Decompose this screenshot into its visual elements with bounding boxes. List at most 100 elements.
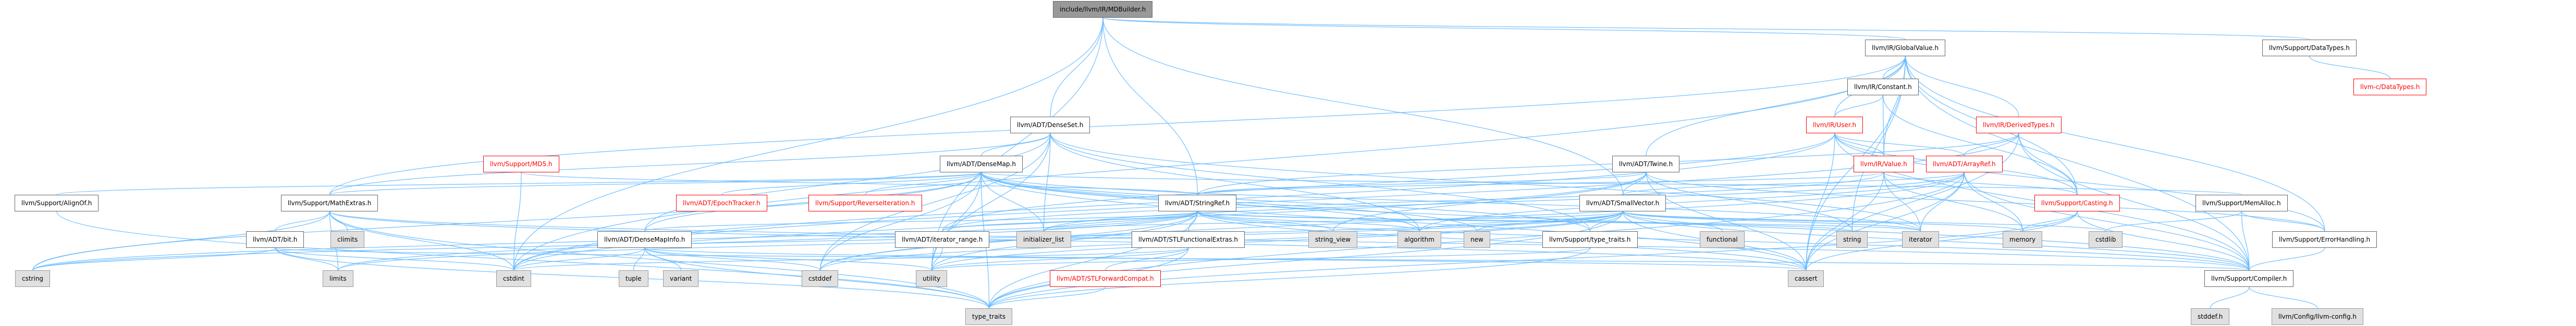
- node-cassert: cassert: [1788, 270, 1824, 287]
- node-stlfunctionalextras-h[interactable]: llvm/ADT/STLFunctionalExtras.h: [1132, 231, 1245, 248]
- node-twine-h[interactable]: llvm/ADT/Twine.h: [1612, 156, 1680, 172]
- edge-root-to-globalvalue: [1102, 17, 1906, 40]
- edge-arrayref-to-memory: [1964, 172, 2023, 232]
- edge-densemap-to-cassert: [980, 172, 1807, 271]
- node-cstring: cstring: [15, 270, 51, 287]
- edge-smallvector-to-algorithm: [1419, 211, 1624, 232]
- node-mathextras-h[interactable]: llvm/Support/MathExtras.h: [281, 195, 378, 211]
- edge-irvalue-to-iterator: [1883, 172, 1921, 232]
- node-string: string: [1836, 231, 1868, 248]
- edge-denseset-to-densemapinfo: [644, 133, 1051, 232]
- edge-iteratorrange-to-utility: [931, 247, 943, 271]
- edge-densemapinfo-to-variant: [644, 247, 682, 271]
- node-mdbuilder-h: include/llvm/IR/MDBuilder.h: [1053, 1, 1153, 18]
- node-variant: variant: [663, 270, 699, 287]
- edge-root-to-stringref: [1102, 17, 1198, 195]
- node-densemapinfo-h[interactable]: llvm/ADT/DenseMapInfo.h: [597, 231, 692, 248]
- edge-root-to-datatypes: [1102, 17, 2310, 40]
- edge-mathextras-to-compiler: [329, 211, 2250, 271]
- node-smallvector-h[interactable]: llvm/ADT/SmallVector.h: [1579, 195, 1666, 211]
- edge-typetraitsllvm-to-utility: [931, 247, 1591, 271]
- edge-constant-to-irvalue: [1882, 95, 1884, 156]
- edge-memalloc-to-cstdlib: [2105, 211, 2242, 232]
- edge-stlfunctional-to-utility: [931, 247, 1189, 271]
- edge-arrayref-to-cassert: [1806, 172, 1965, 271]
- node-cstdlib: cstdlib: [2089, 231, 2123, 248]
- node-cstddef: cstddef: [802, 270, 839, 287]
- edge-denseset-to-algorithm: [1050, 133, 1420, 232]
- edge-mathextras-to-climits: [329, 211, 348, 232]
- edge-densemap-to-compiler: [980, 172, 2250, 271]
- edge-md5-to-stringref: [521, 172, 1198, 195]
- edge-densemap-to-epochtracker: [721, 172, 982, 195]
- edge-smallvector-to-memory: [1622, 211, 2023, 232]
- node-datatypes-h[interactable]: llvm/Support/DataTypes.h: [2262, 40, 2357, 56]
- edge-irvalue-to-memory: [1883, 172, 2023, 232]
- edge-densemap-to-cstring: [32, 172, 982, 271]
- edge-densemapinfo-to-cstddef: [644, 247, 821, 271]
- edge-derivedtypes-to-cassert: [1806, 133, 2019, 271]
- edge-casting-to-cassert: [1806, 211, 2078, 271]
- edge-stringref-to-initializerlist: [1043, 211, 1198, 232]
- edge-twine-to-stringview: [1332, 172, 1647, 232]
- node-constant-h[interactable]: llvm/IR/Constant.h: [1847, 79, 1919, 95]
- edge-bit-to-cstring: [32, 247, 276, 271]
- node-iterator-range-h[interactable]: llvm/ADT/iterator_range.h: [895, 231, 990, 248]
- edge-casting-to-memory: [2022, 211, 2078, 232]
- edge-mathextras-to-bit: [275, 211, 330, 232]
- edge-root-to-cstdint: [513, 17, 1103, 271]
- node-llvm-config-h: llvm/Config/llvm-config.h: [2272, 308, 2363, 325]
- edge-constant-to-casting: [1882, 95, 2078, 195]
- node-climits: climits: [330, 231, 365, 248]
- node-llvm-type-traits-h[interactable]: llvm/Support/type_traits.h: [1542, 231, 1638, 248]
- node-stringref-h[interactable]: llvm/ADT/StringRef.h: [1158, 195, 1237, 211]
- edge-derivedtypes-to-stringref: [1197, 133, 2019, 195]
- edge-arrayref-to-iterator: [1920, 172, 1965, 232]
- node-initializer-list: initializer_list: [1016, 231, 1071, 248]
- node-memalloc-h[interactable]: llvm/Support/MemAlloc.h: [2195, 195, 2288, 211]
- edge-irvalue-to-cassert: [1806, 172, 1884, 271]
- edge-stlfunctional-to-cstdint: [513, 247, 1189, 271]
- edge-root-to-smallvector: [1102, 17, 1624, 195]
- node-epochtracker-h: llvm/ADT/EpochTracker.h: [676, 195, 767, 211]
- edge-densemapinfo-to-tuple: [633, 247, 645, 271]
- node-densemap-h[interactable]: llvm/ADT/DenseMap.h: [940, 156, 1023, 172]
- edge-densemap-to-iterator: [980, 172, 1921, 232]
- node-arrayref-h: llvm/ADT/ArrayRef.h: [1926, 156, 2003, 172]
- edge-globalvalue-to-constant: [1882, 56, 1906, 79]
- edge-memalloc-to-compiler: [2241, 211, 2250, 271]
- edge-denseset-to-initializerlist: [1043, 133, 1051, 232]
- node-derivedtypes-h: llvm/IR/DerivedTypes.h: [1976, 117, 2062, 133]
- node-memory: memory: [2003, 231, 2043, 248]
- edge-constant-to-user: [1834, 95, 1884, 117]
- edge-casting-to-typetraits: [988, 211, 2078, 309]
- edge-memalloc-to-errorhandling: [2241, 211, 2325, 232]
- node-limits: limits: [323, 270, 353, 287]
- node-globalvalue-h[interactable]: llvm/IR/GlobalValue.h: [1865, 40, 1946, 56]
- edge-alignof-to-typetraits: [56, 211, 990, 309]
- edge-smallvector-to-functional: [1622, 211, 1723, 232]
- edge-densemap-to-mathextras: [329, 172, 982, 195]
- node-alignof-h[interactable]: llvm/Support/AlignOf.h: [15, 195, 99, 211]
- node-tuple: tuple: [619, 270, 648, 287]
- edge-twine-to-stringref: [1197, 172, 1647, 195]
- edge-compiler-to-stddef: [2210, 286, 2250, 309]
- edge-densemap-to-reverseiteration: [865, 172, 982, 195]
- edge-user-to-errorhandling: [1834, 133, 2325, 232]
- edge-densemap-to-alignof: [56, 172, 982, 195]
- edge-irvalue-to-stringref: [1197, 172, 1884, 195]
- node-compiler-h[interactable]: llvm/Support/Compiler.h: [2204, 270, 2294, 287]
- edge-stringref-to-limits: [337, 211, 1198, 271]
- edge-mathextras-to-typetraits: [329, 211, 990, 309]
- node-functional: functional: [1700, 231, 1745, 248]
- edge-stringref-to-typetraits: [988, 211, 1198, 309]
- edge-bit-to-limits: [275, 247, 339, 271]
- node-casting-h: llvm/Support/Casting.h: [2034, 195, 2120, 211]
- node-errorhandling-h[interactable]: llvm/Support/ErrorHandling.h: [2272, 231, 2377, 248]
- edge-smallvector-to-iterator: [1622, 211, 1921, 232]
- edge-globalvalue-to-cstdint: [513, 56, 1906, 271]
- node-denseset-h[interactable]: llvm/ADT/DenseSet.h: [1010, 117, 1090, 133]
- node-bit-h[interactable]: llvm/ADT/bit.h: [246, 231, 304, 248]
- edge-densemapinfo-to-cassert: [644, 247, 1807, 271]
